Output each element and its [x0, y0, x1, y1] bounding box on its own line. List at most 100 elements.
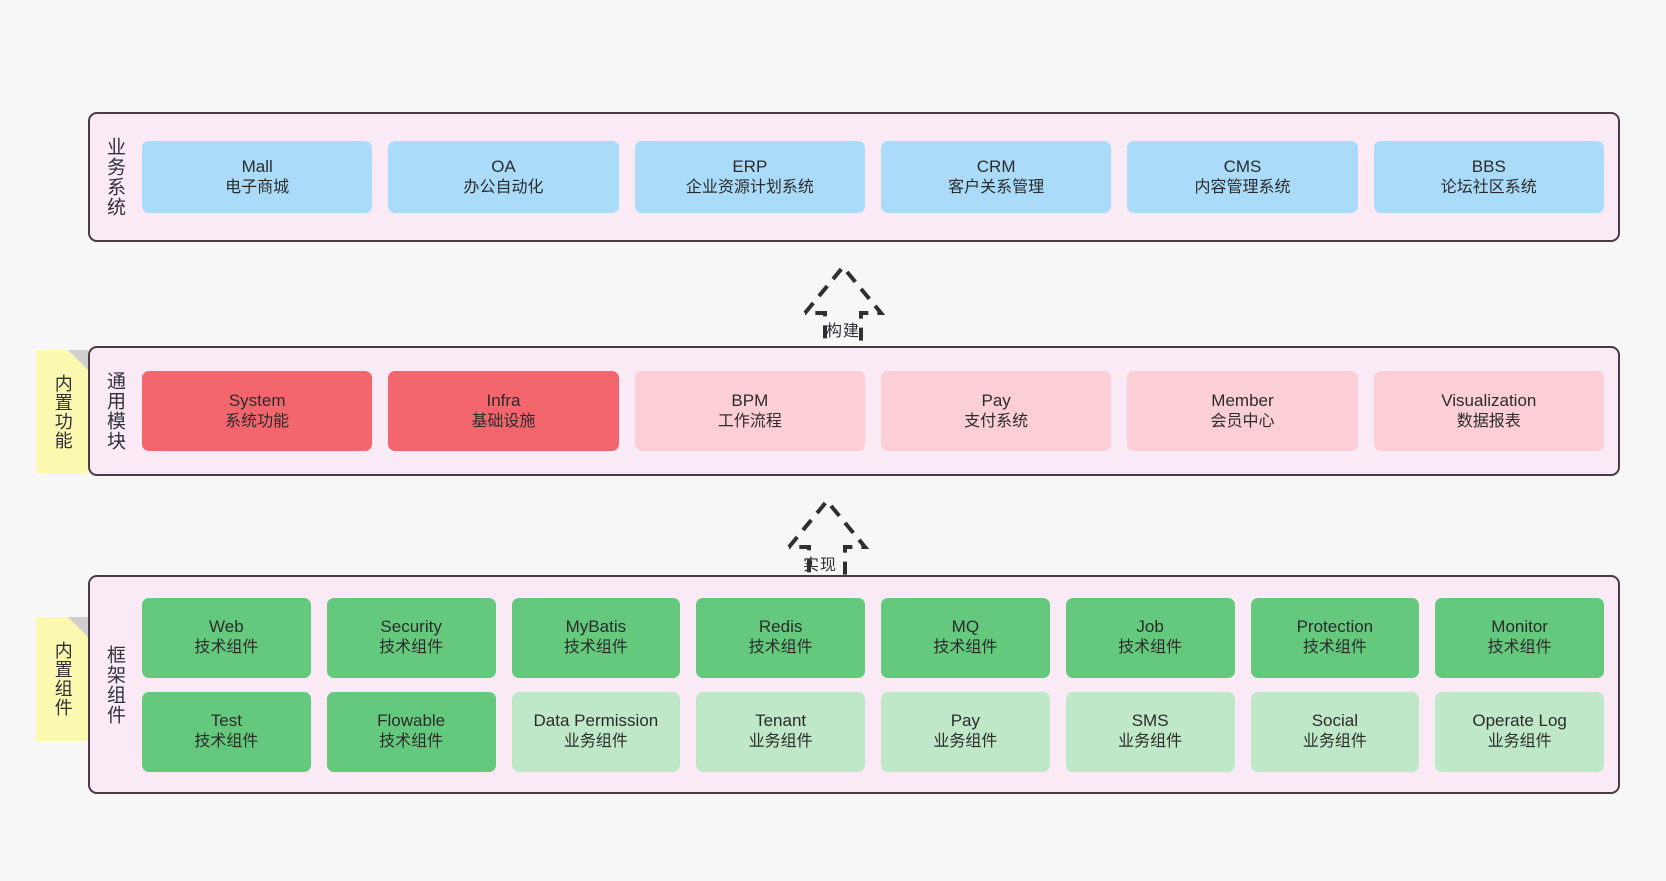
component-subtitle: 论坛社区系统 [1440, 178, 1537, 196]
component-subtitle: 电子商城 [225, 178, 290, 196]
component-box[interactable]: CMS 内容管理系统 [1127, 141, 1358, 213]
component-box[interactable]: System 系统功能 [142, 371, 373, 451]
component-name: MyBatis [565, 617, 627, 637]
component-name: Security [380, 617, 442, 637]
component-box[interactable]: BBS 论坛社区系统 [1373, 141, 1604, 213]
component-name: OA [491, 156, 516, 176]
component-subtitle: 数据报表 [1456, 412, 1521, 430]
component-name: CRM [976, 156, 1016, 176]
component-name: ERP [732, 156, 768, 176]
component-subtitle: 技术组件 [748, 639, 813, 657]
component-box[interactable]: Tenant 业务组件 [696, 691, 865, 772]
layer-title-business-systems: 业务系统 [104, 137, 126, 217]
component-box[interactable]: Mall 电子商城 [142, 141, 373, 213]
component-box[interactable]: MQ 技术组件 [881, 597, 1050, 678]
layer-title-general-modules: 通用模块 [104, 371, 126, 451]
component-name: Monitor [1491, 617, 1548, 637]
component-subtitle: 客户关系管理 [948, 178, 1045, 196]
layer-body-business-systems: Mall 电子商城 OA 办公自动化 ERP 企业资源计划系统 CRM 客户关系管理 CMS 内容… [138, 114, 1618, 240]
note-fold-icon [68, 617, 88, 637]
component-subtitle: 办公自动化 [463, 178, 544, 196]
component-box[interactable]: Member 会员中心 [1127, 371, 1358, 451]
note-built-in-components: 内置组件 [36, 617, 88, 741]
component-subtitle: 技术组件 [379, 639, 444, 657]
component-subtitle: 技术组件 [194, 733, 259, 751]
component-name: Test [210, 711, 242, 731]
component-subtitle: 技术组件 [194, 639, 259, 657]
component-box[interactable]: Redis 技术组件 [696, 597, 865, 678]
component-subtitle: 技术组件 [1118, 639, 1183, 657]
component-box[interactable]: Social 业务组件 [1250, 691, 1420, 772]
component-name: Social [1311, 711, 1359, 731]
note-built-in-functions-label: 内置功能 [52, 374, 73, 450]
component-name: SMS [1131, 711, 1169, 731]
component-name: Web [209, 617, 244, 637]
component-subtitle: 技术组件 [1487, 639, 1552, 657]
component-subtitle: 会员中心 [1210, 412, 1275, 430]
note-fold-icon [68, 350, 88, 370]
component-box[interactable]: OA 办公自动化 [388, 141, 619, 213]
component-subtitle: 内容管理系统 [1194, 178, 1291, 196]
component-subtitle: 业务组件 [563, 733, 628, 751]
component-box[interactable]: Operate Log 业务组件 [1435, 691, 1604, 772]
component-box[interactable]: Data Permission 业务组件 [511, 691, 681, 772]
component-name: BBS [1471, 156, 1506, 176]
component-subtitle: 系统功能 [225, 412, 290, 430]
component-subtitle: 工作流程 [717, 412, 782, 430]
component-name: Flowable [377, 711, 446, 731]
layer-title-framework-components: 框架组件 [104, 644, 126, 725]
component-subtitle: 技术组件 [933, 639, 998, 657]
component-subtitle: 支付系统 [964, 412, 1029, 430]
component-box[interactable]: Job 技术组件 [1065, 597, 1235, 678]
component-name: Pay [950, 711, 981, 731]
component-name: MQ [951, 617, 980, 637]
component-subtitle: 业务组件 [933, 733, 998, 751]
component-subtitle: 业务组件 [1487, 733, 1552, 751]
component-name: Operate Log [1472, 711, 1567, 731]
component-name: Mall [241, 156, 273, 176]
component-name: Tenant [755, 711, 807, 731]
component-name: CMS [1223, 156, 1262, 176]
component-name: Job [1136, 617, 1164, 637]
component-subtitle: 企业资源计划系统 [685, 178, 814, 196]
component-subtitle: 业务组件 [1302, 733, 1367, 751]
component-box[interactable]: SMS 业务组件 [1065, 691, 1235, 772]
component-row: Mall 电子商城 OA 办公自动化 ERP 企业资源计划系统 CRM 客户关系管理 CMS 内容… [142, 141, 1604, 213]
component-name: Protection [1296, 617, 1374, 637]
component-name: Member [1211, 390, 1274, 410]
component-name: BPM [731, 390, 769, 410]
component-box[interactable]: Pay 业务组件 [881, 691, 1050, 772]
component-box[interactable]: CRM 客户关系管理 [880, 141, 1112, 213]
component-box[interactable]: Visualization 数据报表 [1373, 371, 1604, 451]
component-subtitle: 技术组件 [563, 639, 628, 657]
component-subtitle: 业务组件 [748, 733, 813, 751]
component-subtitle: 基础设施 [471, 412, 536, 430]
component-name: System [228, 390, 286, 410]
component-name: Redis [758, 617, 803, 637]
component-box[interactable]: ERP 企业资源计划系统 [634, 141, 865, 213]
component-box[interactable]: Web 技术组件 [142, 597, 311, 678]
component-subtitle: 业务组件 [1118, 733, 1183, 751]
component-box[interactable]: BPM 工作流程 [634, 371, 865, 451]
component-box[interactable]: Test 技术组件 [142, 691, 311, 772]
note-built-in-components-label: 内置组件 [52, 641, 73, 717]
component-box[interactable]: Monitor 技术组件 [1435, 597, 1604, 678]
component-box[interactable]: Security 技术组件 [326, 597, 496, 678]
note-built-in-functions: 内置功能 [36, 350, 88, 474]
component-name: Visualization [1441, 390, 1537, 410]
component-box[interactable]: MyBatis 技术组件 [511, 597, 681, 678]
component-name: Data Permission [533, 711, 659, 731]
layer-business-systems: 业务系统 Mall 电子商城 OA 办公自动化 ERP 企业资源计划系统 CRM 客户关系管理… [88, 112, 1620, 242]
